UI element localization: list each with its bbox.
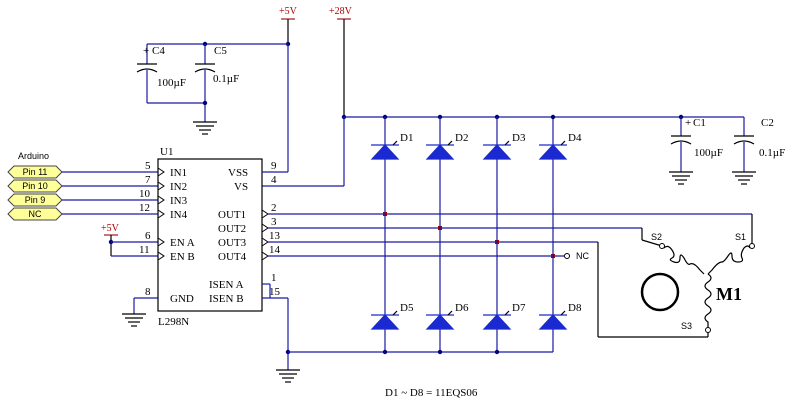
- arduino-pin-tag: Pin 10: [7, 179, 63, 193]
- capacitor-c1: + C1 100µF: [669, 114, 723, 185]
- pin-number: 9: [271, 160, 277, 172]
- pin-name: EN A: [170, 237, 195, 249]
- pin-name: IN3: [170, 195, 188, 207]
- footnote: D1 ~ D8 = 11EQS06: [385, 387, 478, 399]
- svg-text:Pin 11: Pin 11: [23, 167, 48, 177]
- pin-name: IN2: [170, 181, 187, 193]
- c5-value: 0.1µF: [213, 73, 239, 85]
- svg-text:NC: NC: [29, 209, 42, 219]
- pin-number: 8: [145, 286, 151, 298]
- pin-name: OUT1: [218, 209, 246, 221]
- pin-number: 3: [271, 216, 277, 228]
- svg-text:D2: D2: [455, 132, 468, 144]
- pin-name: VSS: [228, 167, 248, 179]
- pin-name: ISEN A: [209, 279, 244, 291]
- pin-name: EN B: [170, 251, 195, 263]
- ground-symbol: [193, 121, 217, 135]
- c1-polarity: +: [685, 117, 691, 129]
- capacitor-c4: + C4 100µF: [136, 44, 186, 103]
- diode-d7: D7: [482, 302, 526, 330]
- pin-number: 5: [145, 160, 151, 172]
- c4-ref: C4: [152, 45, 165, 57]
- motor-s1: S1: [735, 232, 746, 242]
- c1-value: 100µF: [694, 147, 723, 159]
- diode-d5: D5: [370, 302, 414, 330]
- svg-text:D6: D6: [455, 302, 469, 314]
- ground-symbol: [276, 369, 300, 383]
- plus5v-label: +5V: [279, 6, 298, 17]
- svg-text:D8: D8: [568, 302, 582, 314]
- motor-m1: S1 S2 S3 M1: [597, 214, 755, 338]
- pin-number: 4: [271, 174, 277, 186]
- pin-name: OUT3: [218, 237, 247, 249]
- arduino-pin-tag: NC: [7, 207, 63, 221]
- c5-ref: C5: [214, 45, 227, 57]
- diode-d4: D4: [538, 132, 582, 160]
- ic-ref: U1: [160, 146, 173, 158]
- svg-text:Pin 9: Pin 9: [25, 195, 46, 205]
- pin-name: VS: [234, 181, 248, 193]
- pin-name: IN1: [170, 167, 187, 179]
- junction: [202, 100, 208, 106]
- ground-symbol: [122, 313, 146, 327]
- diode-d2: D2: [425, 132, 468, 160]
- diode-d3: D3: [482, 132, 526, 160]
- svg-text:D5: D5: [400, 302, 414, 314]
- motor-s2: S2: [651, 232, 662, 242]
- pin-number: 2: [271, 202, 277, 214]
- pin-number: 15: [269, 286, 281, 298]
- c4-value: 100µF: [157, 77, 186, 89]
- pin-name: IN4: [170, 209, 188, 221]
- diode-d1: D1: [370, 132, 413, 160]
- svg-text:D1: D1: [400, 132, 413, 144]
- svg-text:D4: D4: [568, 132, 582, 144]
- ic-l298n: U1 L298N 5 IN1 7 IN2 10 IN3 12 IN4 6 EN …: [139, 146, 281, 328]
- pin-number: 7: [145, 174, 151, 186]
- c2-ref: C2: [761, 117, 774, 129]
- pin-number: 12: [139, 202, 150, 214]
- motor-ref: M1: [716, 284, 742, 304]
- capacitor-c2: C2 0.1µF: [732, 117, 785, 185]
- nc-label: NC: [576, 251, 589, 261]
- nc-terminal: [564, 253, 570, 259]
- pin-number: 6: [145, 230, 151, 242]
- pin-name: ISEN B: [209, 293, 244, 305]
- arduino-pin-tag: Pin 11: [7, 165, 63, 179]
- pin-number: 13: [269, 230, 281, 242]
- en-supply-label: +5V: [101, 223, 120, 234]
- diode-d6: D6: [425, 302, 469, 330]
- pin-number: 11: [139, 244, 150, 256]
- c4-polarity: +: [143, 45, 149, 57]
- pin-name: OUT4: [218, 251, 247, 263]
- svg-text:Pin 10: Pin 10: [22, 181, 48, 191]
- pin-name: OUT2: [218, 223, 246, 235]
- svg-text:D3: D3: [512, 132, 526, 144]
- pin-number: 14: [269, 244, 281, 256]
- plus28v-label: +28V: [329, 6, 353, 17]
- svg-text:D7: D7: [512, 302, 526, 314]
- diode-d8: D8: [538, 302, 582, 330]
- ic-part: L298N: [158, 316, 189, 328]
- motor-s3: S3: [681, 321, 692, 331]
- pin-number: 1: [271, 272, 277, 284]
- capacitor-c5: C5 0.1µF: [194, 41, 239, 122]
- c2-value: 0.1µF: [759, 147, 785, 159]
- arduino-pin-tag: Pin 9: [7, 193, 63, 207]
- c1-ref: C1: [693, 117, 706, 129]
- pin-name: GND: [170, 293, 194, 305]
- pin-number: 10: [139, 188, 151, 200]
- arduino-label: Arduino: [18, 151, 49, 161]
